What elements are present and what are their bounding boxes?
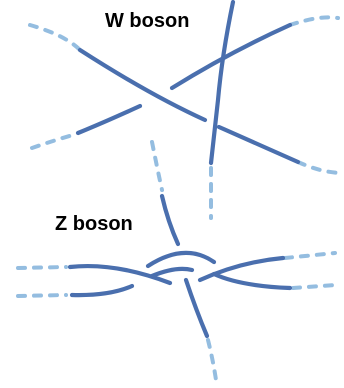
w-strand-a bbox=[77, 47, 208, 123]
w-strand-b-upper bbox=[169, 22, 293, 91]
z-vertical-dashed-bottom bbox=[206, 338, 218, 382]
z-right-upper-dashed bbox=[283, 251, 337, 260]
z-strand-lower-right bbox=[211, 271, 293, 291]
z-vertical-strand-lower bbox=[183, 277, 210, 339]
z-loop-top bbox=[145, 250, 217, 269]
z-right-lower-dashed bbox=[291, 283, 337, 290]
w-boson-crossing bbox=[28, 0, 342, 220]
w-strand-a-continued bbox=[216, 124, 301, 165]
z-strand-lower-mid bbox=[149, 266, 195, 279]
z-strand-lower-left bbox=[69, 283, 135, 298]
w-strand-c-dashed-tail bbox=[30, 133, 75, 150]
z-boson-label: Z boson bbox=[55, 213, 133, 235]
z-strand-upper-right bbox=[197, 255, 286, 283]
w-strand-d-dashed-tail bbox=[296, 160, 342, 175]
z-boson-crossing bbox=[16, 140, 337, 382]
z-strand-upper-left bbox=[67, 263, 173, 286]
w-strand-b-lower bbox=[75, 103, 143, 136]
w-strand-a-dashed-tail bbox=[28, 23, 82, 52]
w-vertical-strand bbox=[208, 0, 236, 166]
w-strand-b-dashed-tail bbox=[288, 15, 340, 27]
w-boson-label: W boson bbox=[105, 10, 190, 32]
z-left-upper-dashed bbox=[16, 265, 68, 270]
z-vertical-dashed-top bbox=[150, 140, 164, 192]
z-left-lower-dashed bbox=[16, 293, 68, 298]
z-vertical-strand-upper bbox=[159, 193, 181, 247]
